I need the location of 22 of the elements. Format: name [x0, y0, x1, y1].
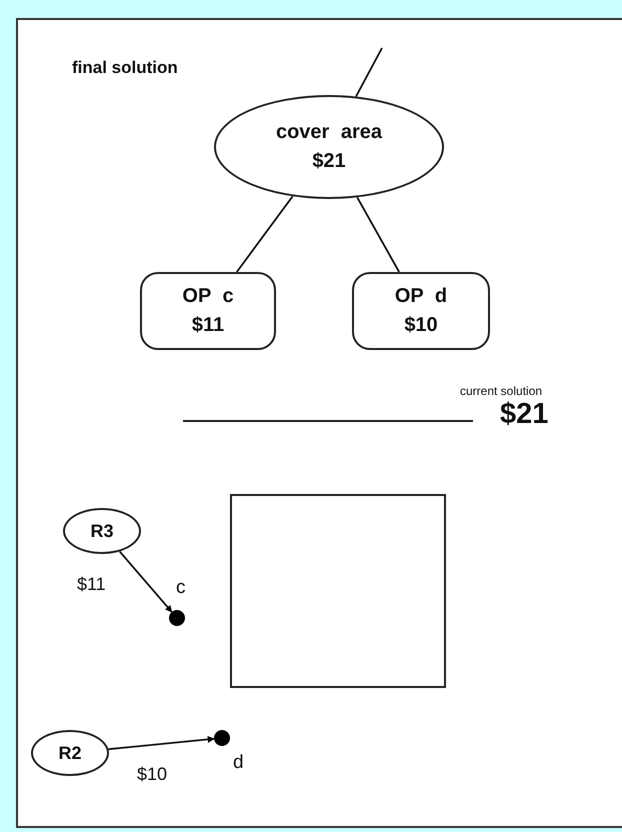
node-title: OP d — [394, 284, 448, 309]
edge-label: $11 — [77, 574, 106, 595]
square-box — [230, 494, 446, 688]
point-label: d — [233, 752, 244, 774]
caption-label: current solution — [460, 384, 542, 398]
node-title: R2 — [58, 742, 82, 765]
node-value: $11 — [192, 313, 224, 338]
total-value: $21 — [500, 398, 548, 431]
point-label: c — [176, 577, 186, 599]
connector-line — [356, 196, 400, 272]
arrow — [119, 550, 172, 613]
node-title: R3 — [90, 520, 114, 543]
heading: final solution — [72, 58, 178, 78]
node-title: cover area — [276, 120, 382, 145]
node-value: $10 — [404, 313, 438, 338]
arrow — [108, 736, 215, 750]
node-value: $21 — [312, 149, 346, 174]
rounded-box — [352, 272, 490, 350]
rounded-box — [140, 272, 276, 350]
node-title: OP c — [182, 284, 234, 309]
connector-line — [355, 48, 383, 97]
edge-label: $10 — [137, 764, 168, 785]
